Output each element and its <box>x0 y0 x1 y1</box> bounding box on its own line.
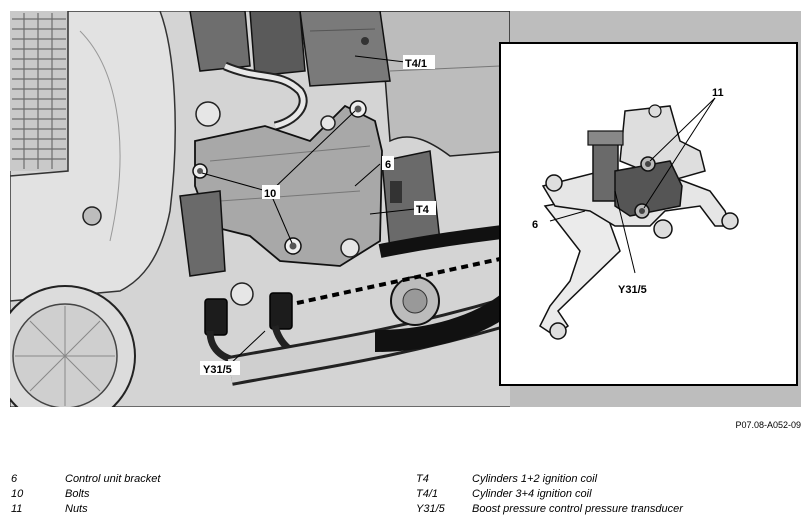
detail-inset <box>499 42 798 386</box>
legend-row: T4 Cylinders 1+2 ignition coil <box>416 472 683 487</box>
figure-code: P07.08-A052-09 <box>735 420 801 430</box>
callout-6: 6 <box>385 159 391 171</box>
callout-t4: T4 <box>416 204 430 216</box>
engine-illustration: 10 6 T4 T4/1 Y31/5 11 6 Y31/5 <box>10 11 801 407</box>
sensor-housing <box>179 190 226 277</box>
legend-key: 10 <box>11 488 24 500</box>
bolt-icon <box>192 100 367 255</box>
legend-right: T4 Cylinders 1+2 ignition coil T4/1 Cylind… <box>416 472 683 517</box>
legend-desc: Control unit bracket <box>65 473 161 485</box>
callout-10: 10 <box>264 188 276 200</box>
legend-desc: Cylinders 1+2 ignition coil <box>472 473 598 485</box>
callout-t4-1: T4/1 <box>405 58 427 70</box>
legend-key: 11 <box>11 503 23 515</box>
inset-callout-11: 11 <box>712 87 724 99</box>
legend-key: T4 <box>416 473 429 485</box>
legend-left: 6 Control unit bracket 10 Bolts 11 Nuts <box>11 472 160 517</box>
charge-air-hose <box>374 292 518 352</box>
legend-key: T4/1 <box>416 488 439 500</box>
ignition-coil-t4-1 <box>299 11 391 87</box>
legend-key: 6 <box>11 473 18 485</box>
radiator-grille <box>10 11 68 171</box>
legend-row: Y31/5 Boost pressure control pressure tra… <box>416 502 683 517</box>
fender-panel <box>10 11 176 302</box>
inset-callout-6: 6 <box>532 219 538 231</box>
engine-cover <box>379 11 511 157</box>
legend-desc: Cylinder 3+4 ignition coil <box>472 488 592 500</box>
legend-row: T4/1 Cylinder 3+4 ignition coil <box>416 487 683 502</box>
filter-housing <box>10 285 136 407</box>
inset-callout-y31-5: Y31/5 <box>618 284 647 296</box>
legend-desc: Boost pressure control pressure transduc… <box>472 503 683 515</box>
legend-row: 10 Bolts <box>11 487 160 502</box>
legend-row: 6 Control unit bracket <box>11 472 160 487</box>
connector-block <box>189 11 306 77</box>
legend-desc: Nuts <box>65 503 88 515</box>
callout-y31-5: Y31/5 <box>203 364 232 376</box>
legend-desc: Bolts <box>65 488 90 500</box>
detail-indicator-line <box>296 257 501 305</box>
legend-key: Y31/5 <box>416 503 445 515</box>
fender-clip-icon <box>82 206 102 226</box>
throttle-valve <box>390 276 440 326</box>
legend-row: 11 Nuts <box>11 502 160 517</box>
